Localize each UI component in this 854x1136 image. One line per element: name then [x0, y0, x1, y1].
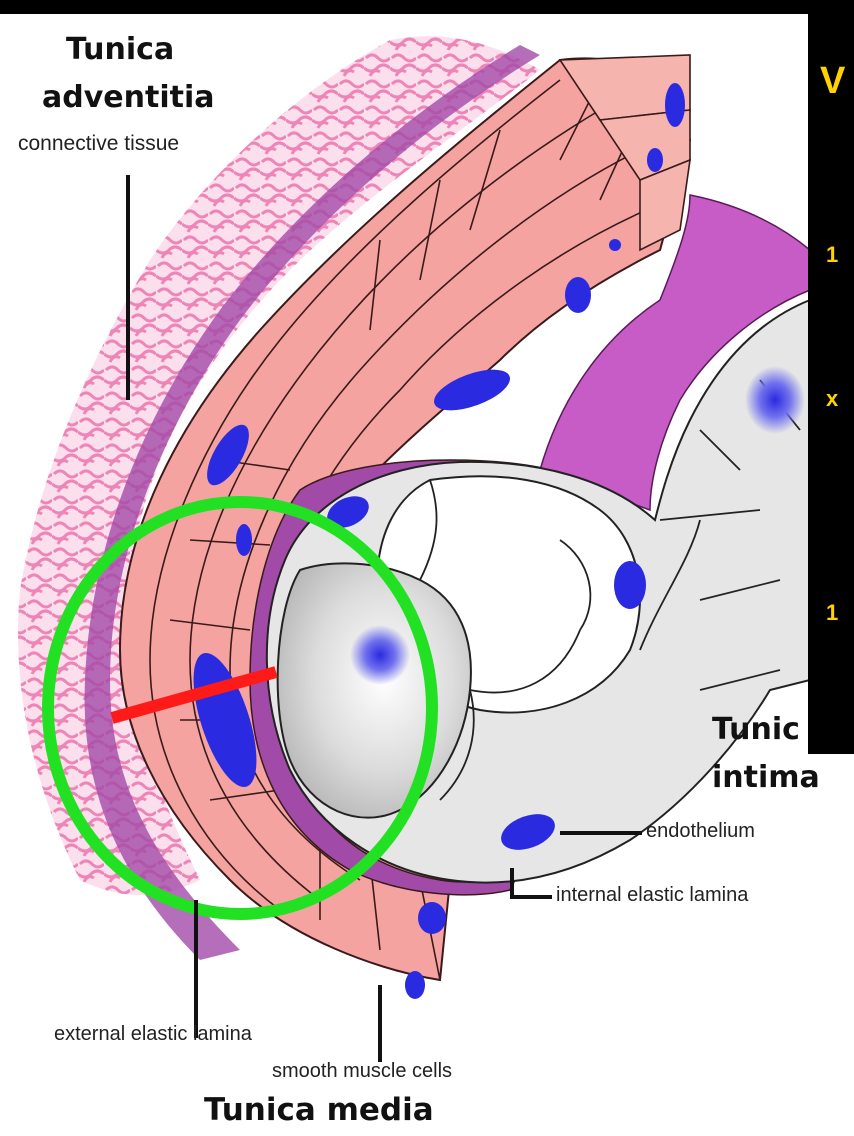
tunica-intima-label-line2: intima	[712, 760, 820, 795]
side-panel: V 1 x 1	[808, 14, 854, 754]
panel-glyph-4: 1	[826, 600, 838, 626]
panel-glyph-3: x	[826, 386, 838, 412]
smooth-muscle-cells-label: smooth muscle cells	[272, 1060, 452, 1083]
panel-glyph-1: V	[820, 60, 845, 103]
connective-tissue-label: connective tissue	[18, 132, 179, 156]
tunica-media-label: Tunica media	[204, 1092, 434, 1128]
panel-glyph-2: 1	[826, 242, 838, 268]
tunica-intima-label-line1: Tunic	[712, 712, 800, 747]
internal-elastic-lamina-label: internal elastic lamina	[556, 884, 748, 907]
tunica-adventitia-label-line2: adventitia	[42, 80, 214, 115]
endothelium-label: endothelium	[646, 820, 755, 843]
external-elastic-lamina-label: external elastic lamina	[54, 1023, 252, 1046]
tunica-adventitia-label-line1: Tunica	[66, 32, 174, 67]
